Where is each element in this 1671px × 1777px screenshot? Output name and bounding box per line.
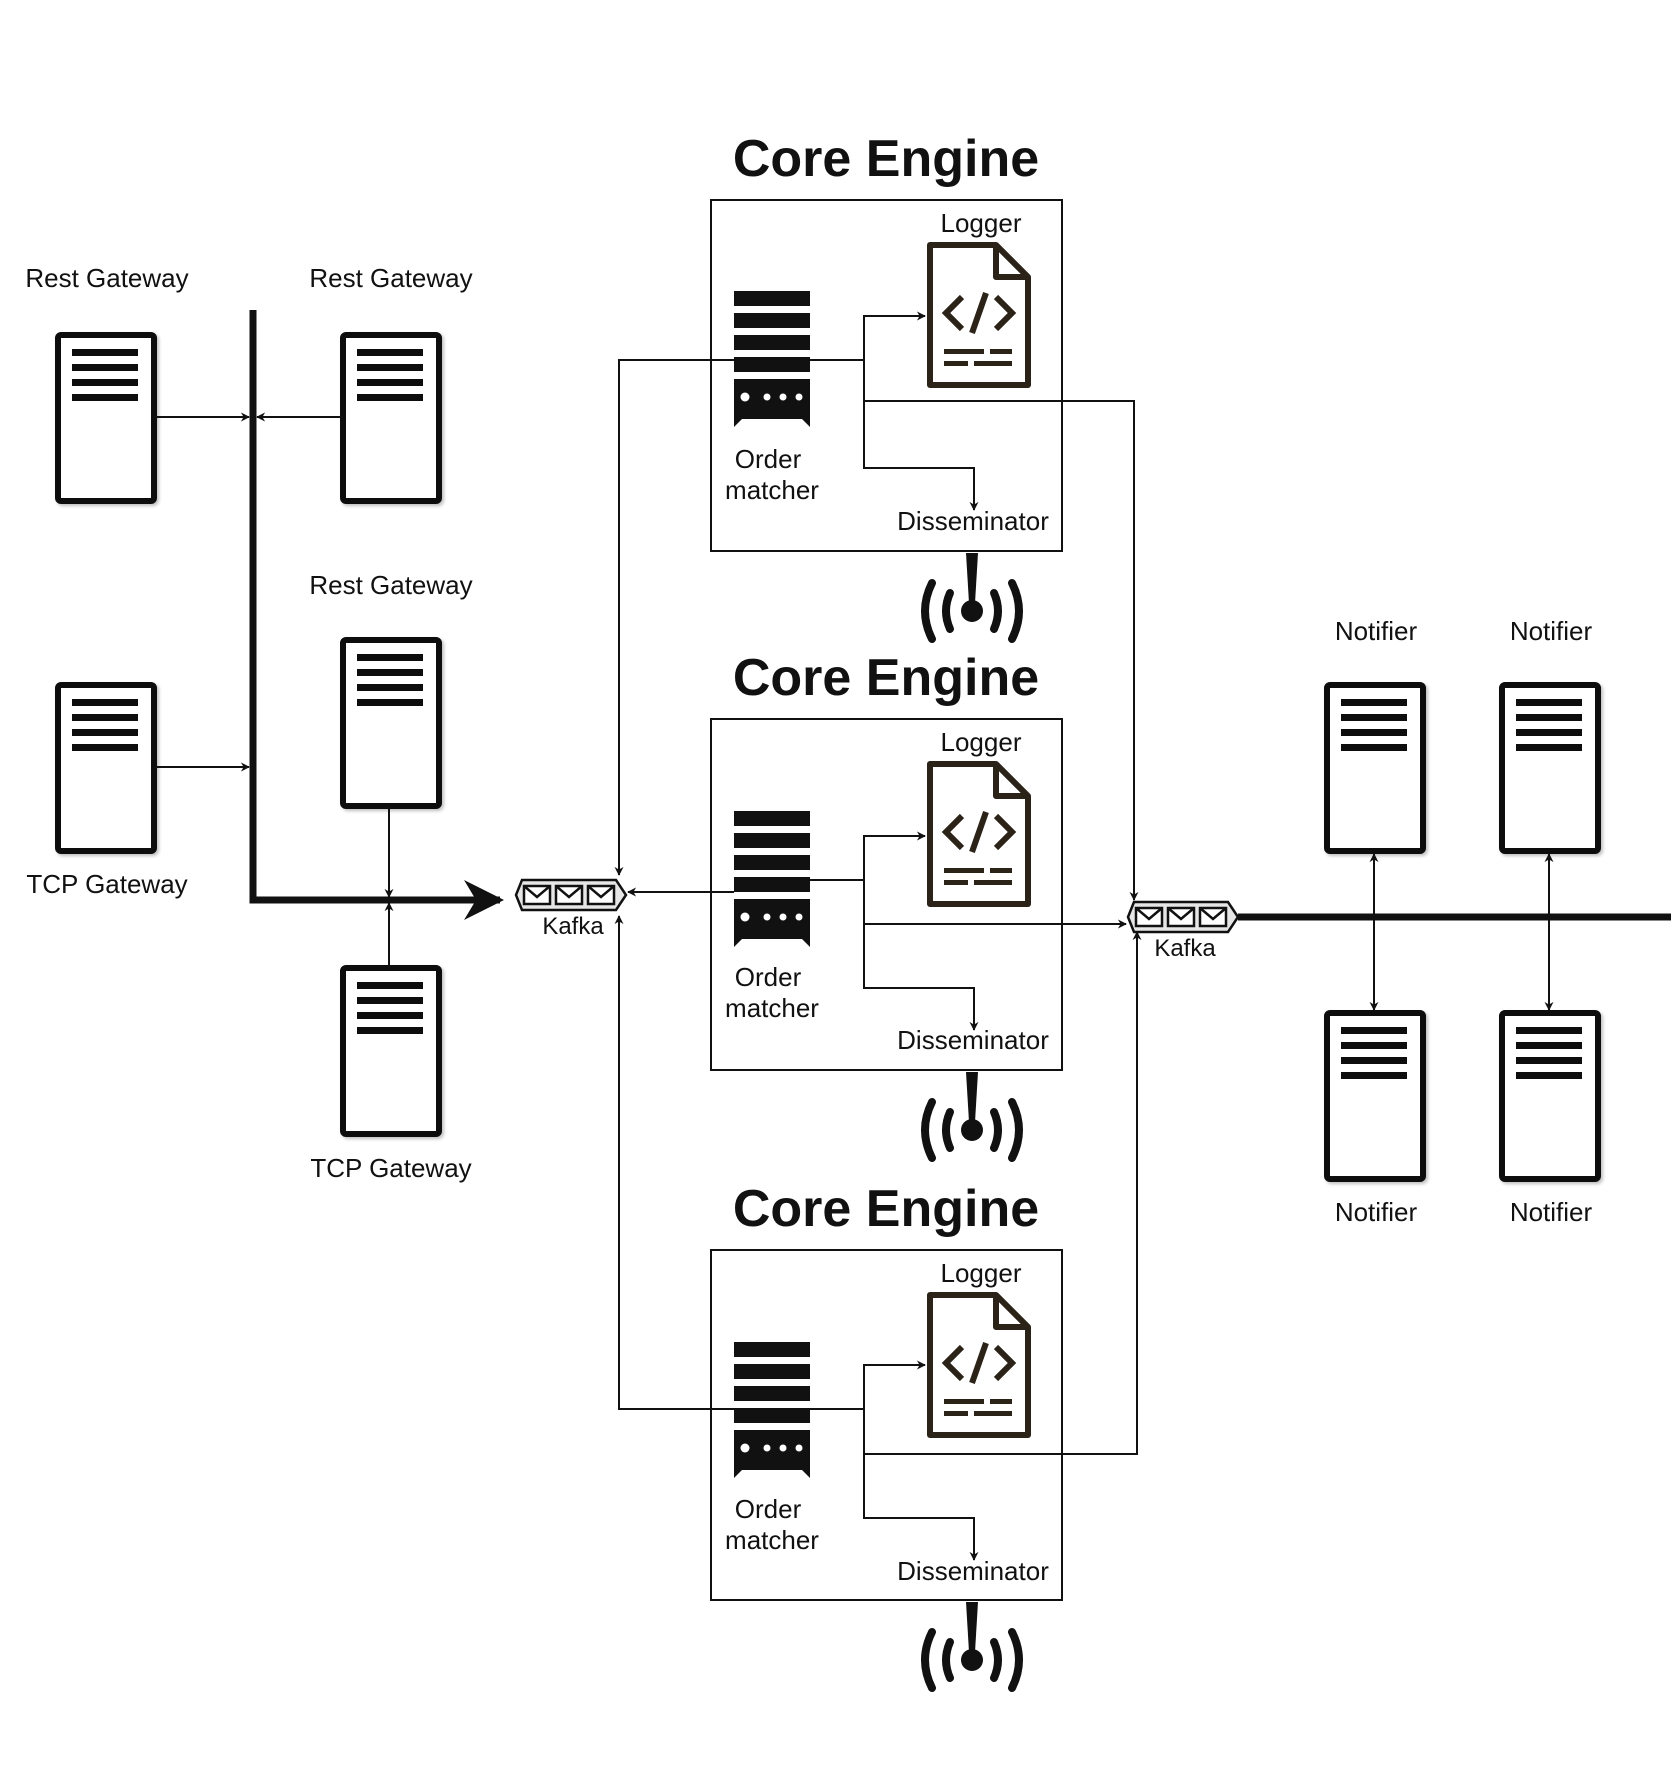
connector-matcher-to-disseminator: [863, 1409, 979, 1561]
connector-matcher-to-logger: [863, 831, 926, 880]
engine-kafka-connectors: [614, 359, 1142, 1455]
tcp-gateway-left-server-icon: [58, 685, 154, 851]
broadcast-antenna-icon: [925, 553, 1019, 639]
rest-gateway-mid-label: Rest Gateway: [309, 263, 472, 293]
kafka-left: Kafka: [514, 878, 628, 940]
notifier-bottom-right-label: Notifier: [1510, 1197, 1593, 1227]
notifier-top-right-label: Notifier: [1510, 616, 1593, 646]
order-matcher-label-line2: matcher: [725, 1525, 819, 1555]
code-file-icon: [930, 764, 1028, 904]
notifier-cluster: Notifier Notifier Notifier Notifier: [1327, 616, 1598, 1227]
rest-gateway-mid-server-icon: [343, 335, 439, 501]
rest-gateway-mid2-label: Rest Gateway: [309, 570, 472, 600]
connector-matcher-to-disseminator: [863, 880, 979, 1031]
logger-label: Logger: [941, 208, 1022, 238]
disseminator-label: Disseminator: [897, 506, 1049, 536]
core-engine-1: Core Engine Order matcher Logger Dissemi…: [710, 130, 1063, 639]
kafka-left-label: Kafka: [542, 913, 604, 940]
code-file-icon: [930, 245, 1028, 385]
notifier-top-left-server-icon: [1327, 685, 1423, 851]
connector-matcher-to-disseminator: [863, 360, 979, 511]
notifier-bottom-left-server-icon: [1327, 1013, 1423, 1179]
notifier-top-right-server-icon: [1502, 685, 1598, 851]
order-matcher-label-line2: matcher: [725, 993, 819, 1023]
notifier-bottom-right-server-icon: [1502, 1013, 1598, 1179]
logger-label: Logger: [941, 727, 1022, 757]
connector-matcher-to-logger: [863, 1360, 926, 1409]
order-matcher-label-line1: Order: [735, 444, 802, 474]
rest-gateway-mid2-server-icon: [343, 640, 439, 806]
gateway-cluster: Rest Gateway Rest Gateway Rest Gateway T…: [25, 263, 504, 1183]
connector-matcher-to-logger: [863, 311, 926, 360]
notifier-bottom-left-label: Notifier: [1335, 1197, 1418, 1227]
order-matcher-label-line2: matcher: [725, 475, 819, 505]
logger-label: Logger: [941, 1258, 1022, 1288]
kafka-right-label: Kafka: [1154, 935, 1216, 962]
disseminator-label: Disseminator: [897, 1556, 1049, 1586]
core-engine-title: Core Engine: [733, 649, 1039, 707]
code-file-icon: [930, 1295, 1028, 1435]
core-engine-title: Core Engine: [733, 1180, 1039, 1238]
connector-engine3-to-kafka-right: [864, 931, 1142, 1455]
core-engine-title: Core Engine: [733, 130, 1039, 188]
order-matcher-label-line1: Order: [735, 1494, 802, 1524]
connector-engine1-to-kafka-left: [614, 359, 734, 876]
core-engine-3: Core Engine Order matcher Logger Dissemi…: [710, 1180, 1063, 1688]
rest-gateway-left-label: Rest Gateway: [25, 263, 188, 293]
tcp-gateway-mid-label: TCP Gateway: [310, 1153, 471, 1183]
gateway-bus-line: [249, 310, 504, 920]
kafka-right-queue-icon: [1126, 900, 1240, 934]
core-engine-2: Core Engine Order matcher Logger Dissemi…: [710, 649, 1063, 1158]
connector-engine3-to-kafka-left: [614, 915, 734, 1410]
broadcast-antenna-icon: [925, 1602, 1019, 1688]
broadcast-antenna-icon: [925, 1072, 1019, 1158]
tcp-gateway-left-label: TCP Gateway: [26, 869, 187, 899]
order-matcher-label-line1: Order: [735, 962, 802, 992]
kafka-right: Kafka: [1126, 900, 1671, 962]
connector-engine1-to-kafka-right: [864, 400, 1139, 901]
tcp-gateway-mid-server-icon: [343, 968, 439, 1134]
notifier-top-left-label: Notifier: [1335, 616, 1418, 646]
kafka-left-queue-icon: [514, 878, 628, 912]
rest-gateway-left-server-icon: [58, 335, 154, 501]
